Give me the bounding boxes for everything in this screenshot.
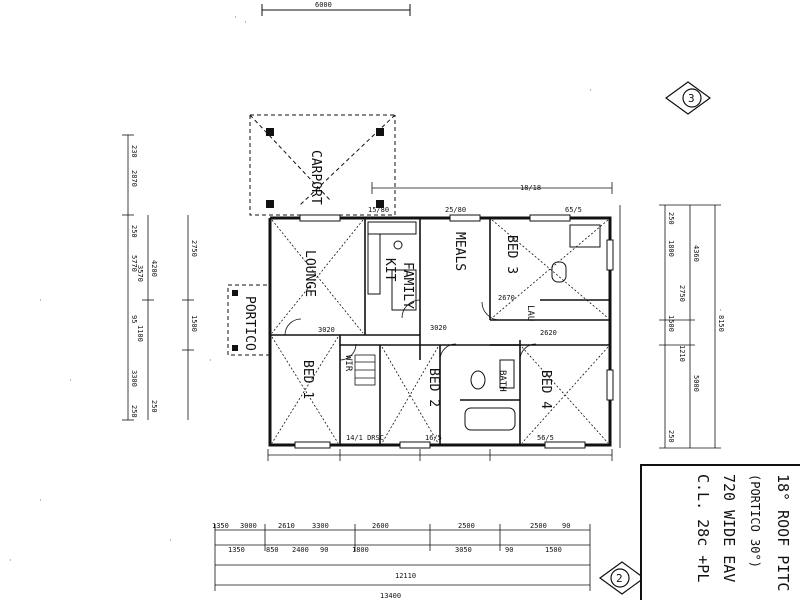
room-label-kitchen: KIT	[382, 258, 397, 282]
room-label-carport: CARPORT	[308, 150, 323, 205]
right-dim: 5000	[692, 375, 700, 392]
bottom-dim: 90	[505, 546, 513, 554]
hall-linen	[354, 354, 376, 386]
right-dim: 1500	[667, 315, 675, 332]
room-label-bed3: BED 3	[504, 235, 519, 274]
bottom-dim: 850	[266, 546, 279, 554]
roof-note-line1: 18° ROOF PITC	[774, 474, 792, 592]
left-dim: 230	[130, 145, 138, 158]
left-dim: 2750	[190, 240, 198, 257]
bottom-dim: 12110	[395, 572, 416, 580]
right-dimension-lines	[619, 204, 721, 449]
left-dim: 1100	[136, 325, 144, 342]
opening-tag: 56/5	[537, 434, 554, 442]
bottom-dim: 1500	[545, 546, 562, 554]
opening-tag: 65/5	[565, 206, 582, 214]
bottom-dim: 90	[320, 546, 328, 554]
section-marker-bottom-label: 2	[616, 572, 623, 585]
roof-note-line4: C.L. 28c +PL	[694, 474, 712, 583]
bottom-dim: 2500	[458, 522, 475, 530]
room-label-bed4: BED 4	[538, 370, 553, 409]
bottom-dim: 2600	[372, 522, 389, 530]
left-dim: 250	[130, 225, 138, 238]
windows	[294, 214, 614, 449]
bottom-dim: 3300	[312, 522, 329, 530]
right-dim: 1210	[678, 345, 686, 362]
section-marker-top	[664, 81, 712, 115]
room-size: 3020	[318, 326, 335, 334]
left-dim: 3570	[136, 265, 144, 282]
room-label-lounge: LOUNGE	[302, 250, 317, 297]
room-label-portico: PORTICO	[242, 296, 257, 351]
scan-speckle	[10, 16, 721, 561]
top-dimension	[261, 4, 411, 16]
door-swings	[284, 299, 537, 361]
bottom-dim: 1350	[228, 546, 245, 554]
right-dim: 2750	[678, 285, 686, 302]
portico-outline	[227, 284, 271, 356]
section-marker-top-label: 3	[688, 92, 695, 105]
right-dim: 250	[667, 212, 675, 225]
wall-dimension-lines	[267, 182, 613, 461]
opening-tag: 15/80	[368, 206, 389, 214]
left-dim: 1500	[190, 315, 198, 332]
room-label-meals: MEALS	[452, 232, 467, 271]
bottom-dim: 1350	[212, 522, 229, 530]
right-dim: 4360	[692, 245, 700, 262]
opening-tag: 14/1 DRSC	[346, 434, 384, 442]
carport-posts	[266, 128, 384, 208]
room-diagonals	[271, 219, 609, 444]
roof-note-line3: 720 WIDE EAV	[720, 474, 738, 583]
left-dim: 2870	[130, 170, 138, 187]
left-dim: 250	[150, 400, 158, 413]
bottom-dim: 2400	[292, 546, 309, 554]
room-size: 2670	[498, 294, 515, 302]
roof-note-line2: (PORTICO 30°)	[748, 474, 762, 568]
roof-notes-box: 18° ROOF PITC (PORTICO 30°) 720 WIDE EAV…	[640, 464, 800, 600]
bottom-dim: 3050	[455, 546, 472, 554]
bottom-dimension-lines	[214, 524, 591, 591]
bottom-dim: 1800	[352, 546, 369, 554]
room-label-wir: WIR	[343, 355, 353, 372]
dim-top-overall: 6000	[315, 1, 332, 9]
house-walls	[268, 216, 612, 447]
room-label-bath: BATH	[497, 370, 507, 392]
left-dim: 4200	[150, 260, 158, 277]
bottom-dim: 90	[562, 522, 570, 530]
opening-tag: 25/80	[445, 206, 466, 214]
right-dim: 250	[667, 430, 675, 443]
bottom-dim: 2610	[278, 522, 295, 530]
left-dim: 5770	[130, 255, 138, 272]
portico-posts	[232, 290, 238, 351]
bottom-dim: 13400	[380, 592, 401, 600]
left-dim: 250	[130, 405, 138, 418]
bottom-dim: 2500	[530, 522, 547, 530]
bottom-dim: 3000	[240, 522, 257, 530]
room-label-bed1: BED 1	[300, 360, 315, 399]
room-label-lau: LAU	[525, 305, 535, 321]
room-label-bed2: BED 2	[426, 368, 441, 407]
left-dim: 3300	[130, 370, 138, 387]
right-dim: 1800	[667, 240, 675, 257]
room-size: 2620	[540, 329, 557, 337]
room-label-family: FAMILY	[400, 262, 415, 309]
bath-fixtures	[464, 224, 601, 431]
right-dim: 8150	[717, 315, 725, 332]
room-size: 3020	[430, 324, 447, 332]
left-dim: 95	[130, 315, 138, 323]
left-dimension-lines	[122, 134, 194, 421]
opening-tag: 16/5	[425, 434, 442, 442]
